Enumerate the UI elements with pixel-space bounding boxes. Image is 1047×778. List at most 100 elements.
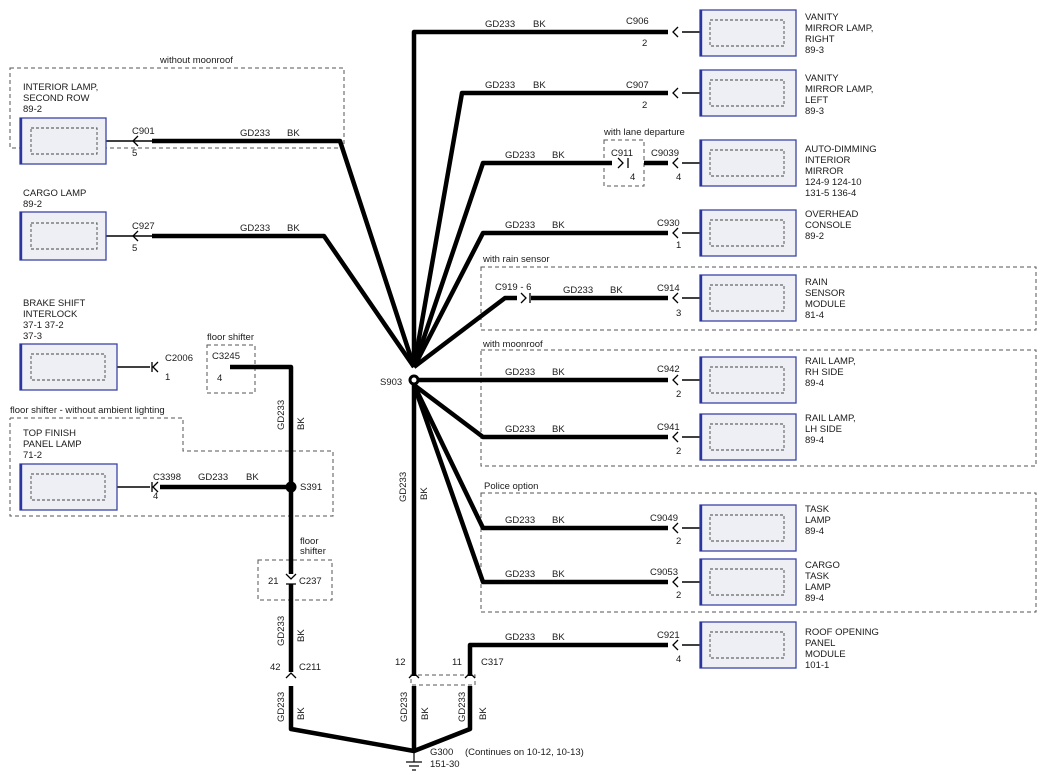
svg-text:GD233: GD233 [398,472,409,502]
svg-text:81-4: 81-4 [805,310,824,321]
svg-text:LH SIDE: LH SIDE [805,424,842,435]
c921-symbol [672,639,679,651]
svg-text:GD233: GD233 [505,367,535,378]
c911-label: C911 [611,148,633,159]
svg-text:C906: C906 [626,16,649,27]
c919-symbol [520,292,531,304]
svg-text:MODULE: MODULE [805,299,846,310]
c237-symbol [285,573,297,585]
top-finish-box [19,463,118,511]
rain-sensor-note: with rain sensor [482,254,550,265]
c317-pin: 11 [452,657,462,668]
svg-text:CONSOLE: CONSOLE [805,220,851,231]
c930-symbol [672,227,679,239]
svg-text:RAIL LAMP,: RAIL LAMP, [805,356,856,367]
c3398-pin: 4 [153,491,158,502]
svg-text:GD233: GD233 [240,128,270,139]
svg-text:2: 2 [676,389,681,400]
splice-s391-dot [285,481,297,493]
c911-pin: 4 [630,172,635,183]
top-finish-line2: PANEL LAMP [23,439,82,450]
svg-text:GD233: GD233 [505,424,535,435]
g300-pin12: 12 [395,657,406,668]
c3245-pin: 4 [217,373,222,384]
left-connector-labels: C901 5 C927 5 C2006 1 C3398 4 C3245 4 C2… [132,126,635,673]
svg-text:131-5 136-4: 131-5 136-4 [805,188,856,199]
police-option-note: Police option [484,481,538,492]
wires [152,29,668,754]
svg-text:MIRROR LAMP,: MIRROR LAMP, [805,23,873,34]
floor-shifter-note-2: floor [300,536,318,547]
svg-text:MIRROR LAMP,: MIRROR LAMP, [805,84,873,95]
g300-ref: 151-30 [430,759,460,770]
ground-icon [406,751,422,771]
svg-text:PANEL: PANEL [805,638,835,649]
c941-symbol [672,431,679,443]
c317-symbol [464,672,476,679]
svg-text:89-4: 89-4 [805,435,824,446]
brake-shift-box [19,343,118,391]
top-finish-line3: 71-2 [23,450,42,461]
svg-text:GD233: GD233 [399,692,410,722]
svg-text:AUTO-DIMMING: AUTO-DIMMING [805,144,877,155]
connector-symbols [132,26,679,679]
interior-lamp-line1: INTERIOR LAMP, [23,82,98,93]
vertical-wire-labels: GD233 BK GD233 BK GD233 BK GD233 BK GD23… [276,400,489,722]
interior-lamp-line2: SECOND ROW [23,93,90,104]
svg-text:C9039: C9039 [651,148,679,159]
c237-label: C237 [299,576,322,587]
top-finish-line1: TOP FINISH [23,428,76,439]
without-moonroof-box [9,67,345,149]
c9039-symbol [672,157,679,169]
svg-text:OVERHEAD: OVERHEAD [805,209,858,220]
svg-text:GD233: GD233 [276,692,287,722]
c3245-label: C3245 [212,351,240,362]
floor-shifter-box-2 [257,559,333,601]
svg-text:BK: BK [552,220,565,231]
svg-text:2: 2 [676,590,681,601]
police-option-box [480,492,1037,613]
svg-text:LAMP: LAMP [805,515,831,526]
svg-text:GD233: GD233 [505,632,535,643]
s903-label: S903 [380,377,402,388]
continues-note: (Continues on 10-12, 10-13) [465,747,584,758]
svg-text:BK: BK [533,19,546,30]
svg-text:SENSOR: SENSOR [805,288,845,299]
svg-text:CARGO: CARGO [805,560,840,571]
svg-text:GD233: GD233 [505,569,535,580]
svg-text:BK: BK [552,367,565,378]
svg-text:BK: BK [419,487,430,500]
interior-lamp-line3: 89-2 [23,104,42,115]
svg-text:BK: BK [287,223,300,234]
svg-text:TASK: TASK [805,571,830,582]
svg-text:BK: BK [610,285,623,296]
moonroof-note: with moonroof [482,339,543,350]
svg-text:C941: C941 [657,422,680,433]
svg-text:89-2: 89-2 [805,231,824,242]
svg-text:VANITY: VANITY [805,73,839,84]
svg-text:MIRROR: MIRROR [805,166,844,177]
svg-text:101-1: 101-1 [805,660,829,671]
svg-text:BK: BK [296,707,307,720]
svg-text:GD233: GD233 [505,515,535,526]
c906-symbol [672,26,679,38]
svg-text:BK: BK [478,707,489,720]
without-moonroof-note: without moonroof [159,55,233,66]
stubs [106,31,700,646]
cargo-lamp-line1: CARGO LAMP [23,188,86,199]
svg-text:GD233: GD233 [505,150,535,161]
svg-text:BK: BK [552,569,565,580]
c211-label: C211 [299,662,321,673]
floor-shifter-note: floor shifter [207,332,254,343]
svg-text:C9049: C9049 [650,513,678,524]
svg-text:GD233: GD233 [276,616,287,646]
g300-label: G300 [430,747,453,758]
svg-text:BK: BK [552,515,565,526]
moonroof-box [480,349,1037,467]
svg-text:BK: BK [287,128,300,139]
svg-text:BK: BK [552,632,565,643]
svg-text:2: 2 [676,536,681,547]
svg-text:4: 4 [676,654,681,665]
